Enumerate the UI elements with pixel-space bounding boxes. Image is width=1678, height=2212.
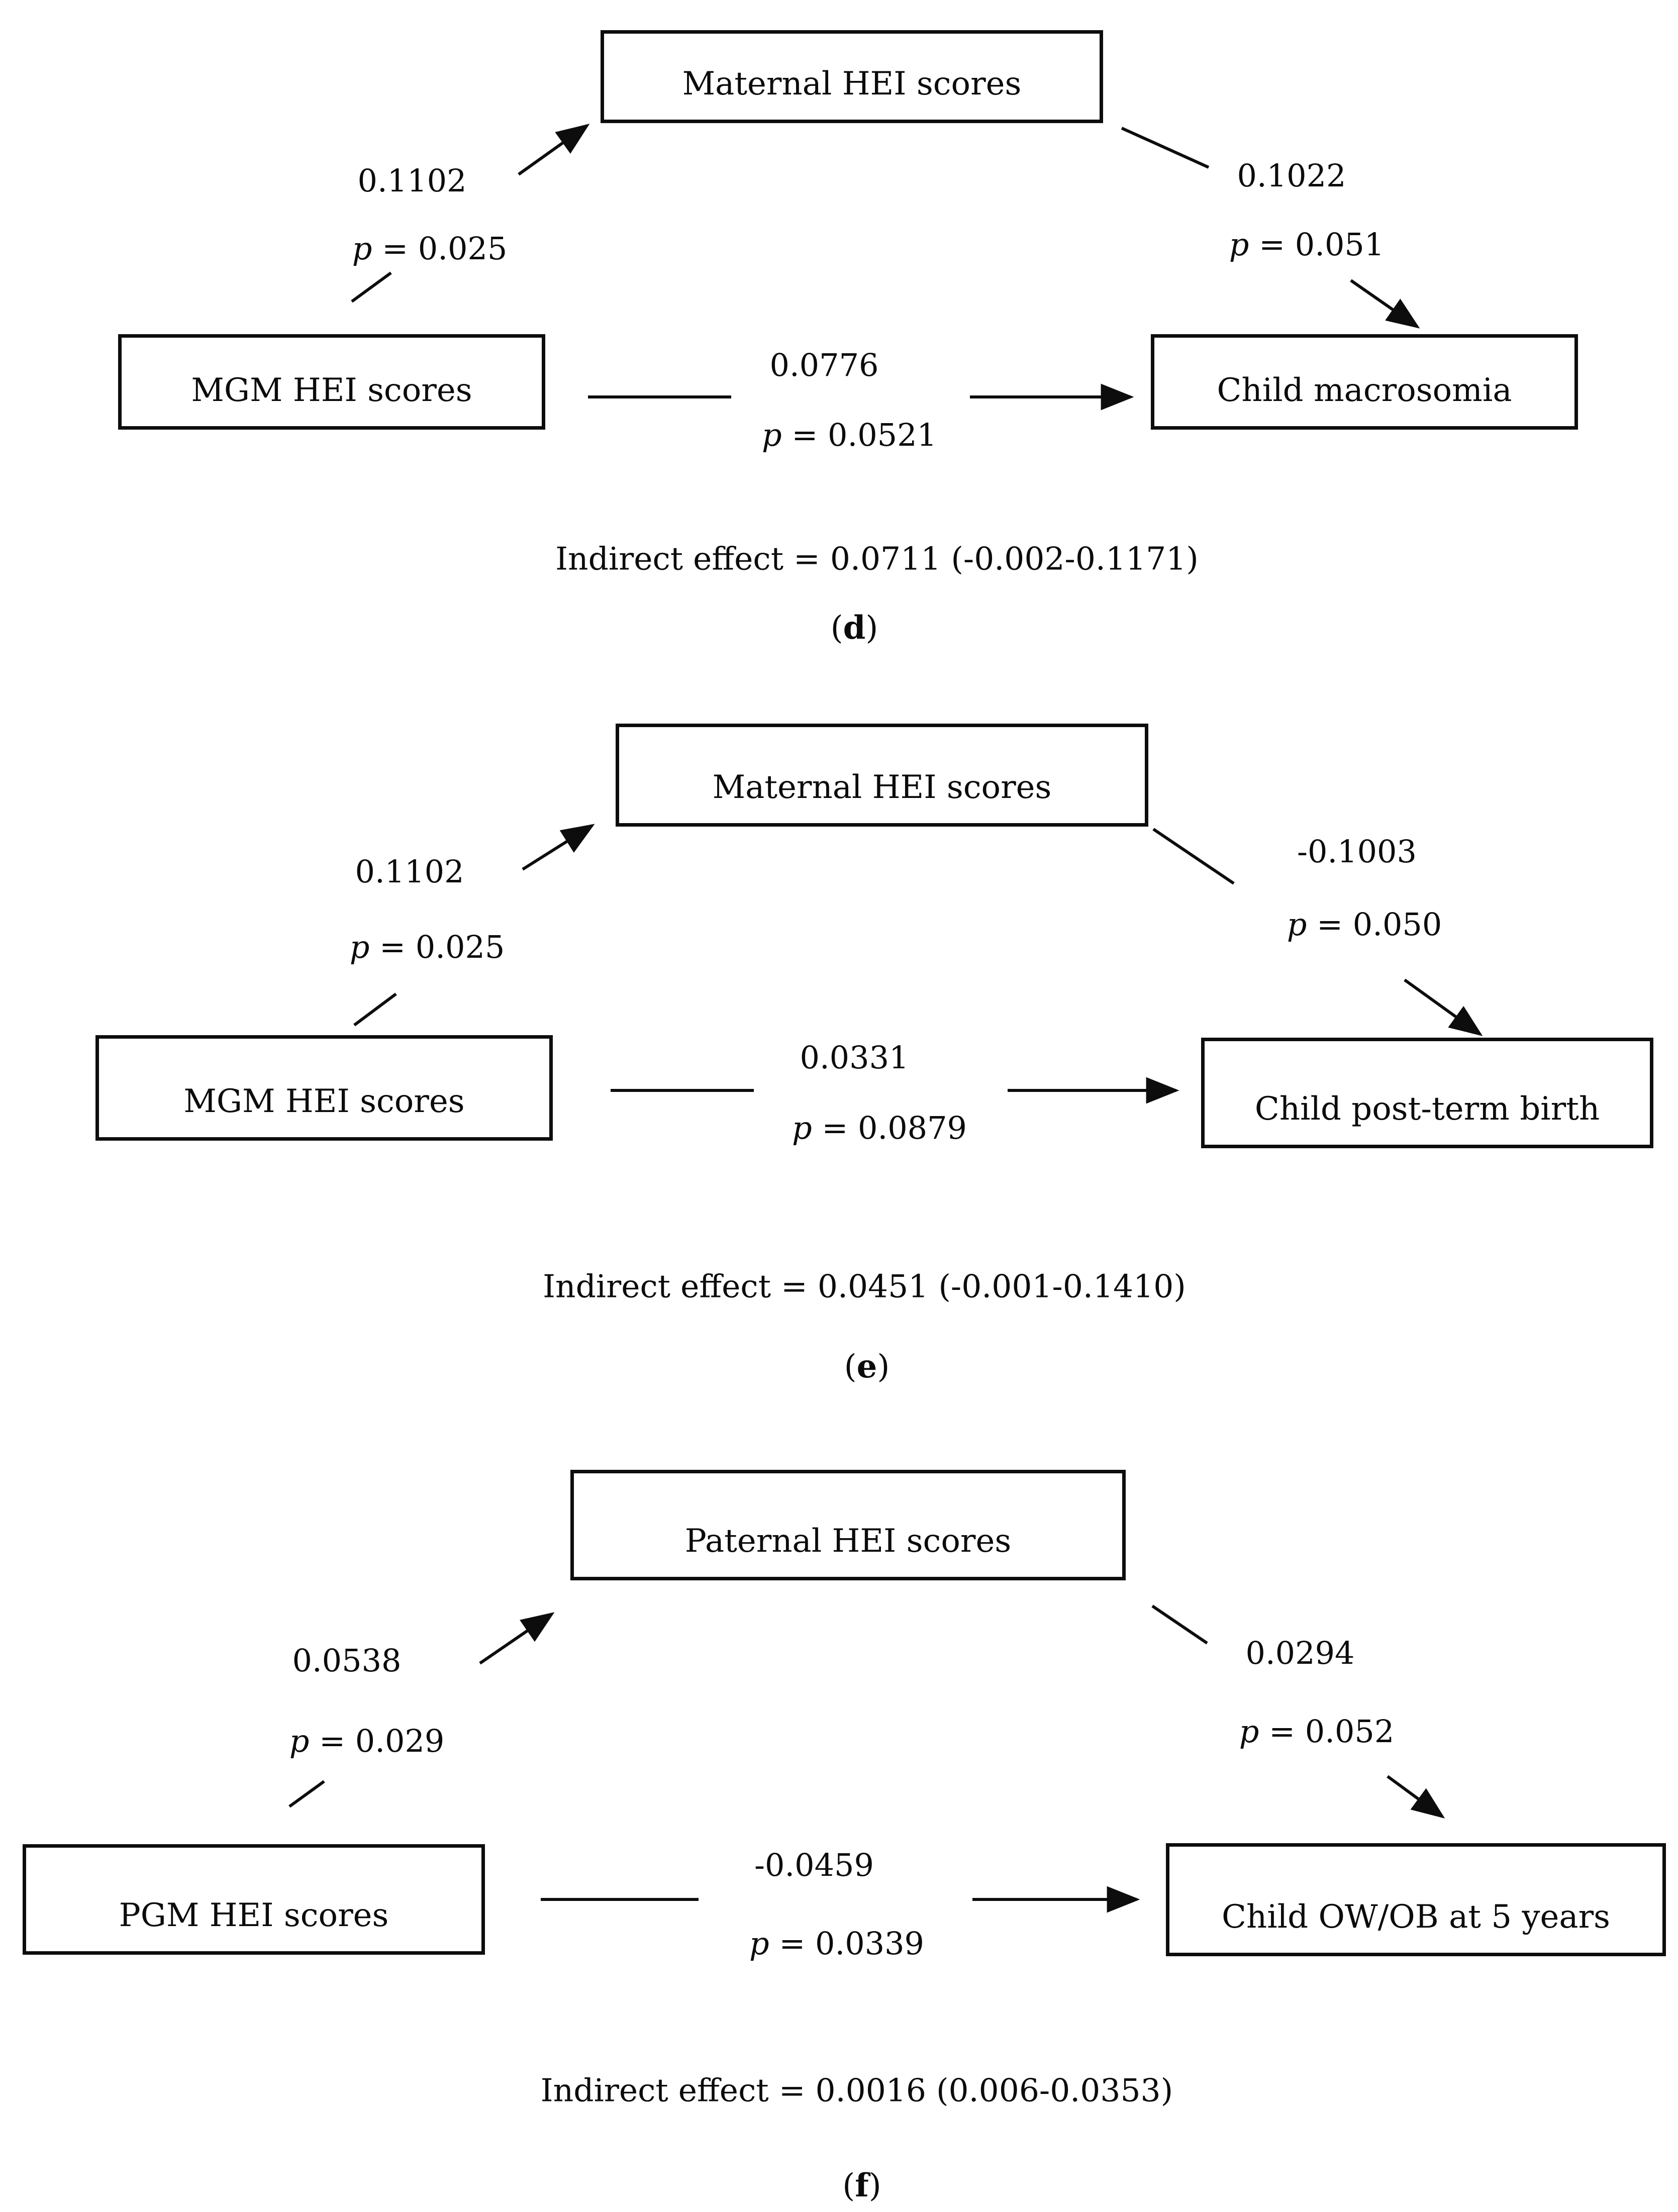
path-c-coefficient: -0.0459 <box>754 1847 874 1883</box>
p-symbol: p <box>761 417 782 453</box>
outcome-label: Child OW/OB at 5 years <box>1222 1898 1610 1936</box>
path-a-arrow-e <box>522 824 595 871</box>
path-a-arrow-d <box>518 124 590 176</box>
path-a-coefficient: 0.0538 <box>292 1642 402 1679</box>
p-symbol: p <box>1239 1713 1259 1750</box>
paren-open: ( <box>830 610 843 647</box>
path-a-pvalue: p = 0.025 <box>352 233 508 264</box>
path-a-line-lower-f <box>288 1780 325 1808</box>
path-c-coefficient: 0.0776 <box>769 347 879 383</box>
path-a-pvalue: p = 0.025 <box>350 932 505 963</box>
path-b-pvalue: p = 0.050 <box>1287 909 1442 940</box>
path-a-pvalue: p = 0.029 <box>289 1726 445 1757</box>
p-value-text: = 0.029 <box>309 1723 445 1759</box>
path-a-coefficient: 0.1102 <box>355 853 464 890</box>
path-a-arrow-f <box>479 1612 555 1665</box>
mediator-box: Maternal HEI scores <box>601 30 1103 123</box>
p-symbol: p <box>1229 226 1249 263</box>
p-symbol: p <box>289 1723 310 1759</box>
p-symbol: p <box>349 929 370 965</box>
paren-open: ( <box>842 2167 855 2204</box>
panel-letter-char: d <box>843 609 866 647</box>
p-value-text: = 0.051 <box>1249 226 1385 263</box>
p-value-text: = 0.050 <box>1307 906 1442 943</box>
path-b-coefficient: -0.1003 <box>1297 833 1417 870</box>
p-symbol: p <box>792 1110 812 1146</box>
p-value-text: = 0.025 <box>372 230 508 267</box>
path-b-pvalue: p = 0.052 <box>1239 1716 1395 1747</box>
panel-label: (d) <box>830 609 878 647</box>
exposure-box: PGM HEI scores <box>23 1844 485 1955</box>
p-value-text: = 0.0879 <box>812 1110 967 1146</box>
path-b-coefficient: 0.1022 <box>1237 157 1346 194</box>
p-value-text: = 0.052 <box>1259 1713 1395 1750</box>
path-c-pvalue: p = 0.0879 <box>792 1113 967 1144</box>
paren-close: ) <box>865 610 878 647</box>
exposure-label: MGM HEI scores <box>191 372 472 409</box>
indirect-effect-text: Indirect effect = 0.0711 (-0.002-0.1171) <box>555 540 1199 577</box>
indirect-effect-text: Indirect effect = 0.0451 (-0.001-0.1410) <box>543 1268 1186 1305</box>
mediator-label: Maternal HEI scores <box>682 65 1022 103</box>
p-value-text: = 0.0521 <box>781 417 937 453</box>
paren-close: ) <box>868 2167 881 2204</box>
path-c-pvalue: p = 0.0521 <box>762 420 937 451</box>
exposure-label: MGM HEI scores <box>183 1083 465 1120</box>
path-b-pvalue: p = 0.051 <box>1229 229 1385 260</box>
paren-close: ) <box>877 1348 890 1385</box>
exposure-label: PGM HEI scores <box>119 1897 389 1934</box>
p-symbol: p <box>749 1925 769 1962</box>
exposure-box: MGM HEI scores <box>118 334 545 430</box>
p-symbol: p <box>1287 906 1307 943</box>
exposure-box: MGM HEI scores <box>95 1035 553 1141</box>
outcome-box: Child macrosomia <box>1151 334 1578 430</box>
path-a-coefficient: 0.1102 <box>357 162 467 199</box>
p-value-text: = 0.025 <box>369 929 505 965</box>
outcome-label: Child post-term birth <box>1254 1090 1600 1128</box>
path-b-arrow-f <box>1387 1775 1445 1819</box>
path-b-coefficient: 0.0294 <box>1245 1635 1355 1671</box>
mediator-label: Paternal HEI scores <box>684 1523 1012 1560</box>
panel-label: (f) <box>842 2170 881 2202</box>
path-b-line-upper-e <box>1152 828 1235 885</box>
panel-letter-char: f <box>855 2167 869 2204</box>
path-c-pvalue: p = 0.0339 <box>749 1928 924 1959</box>
panel-label: (e) <box>844 1351 890 1383</box>
panel-letter-char: e <box>856 1348 877 1385</box>
outcome-label: Child macrosomia <box>1217 372 1512 409</box>
path-b-arrow-e <box>1404 978 1483 1036</box>
path-c-coefficient: 0.0331 <box>800 1039 909 1076</box>
path-b-line-upper-d <box>1121 127 1210 169</box>
path-b-line-upper-f <box>1151 1604 1208 1645</box>
indirect-effect-text: Indirect effect = 0.0016 (0.006-0.0353) <box>540 2072 1173 2109</box>
p-symbol: p <box>352 230 372 267</box>
mediator-box: Paternal HEI scores <box>570 1470 1126 1580</box>
paren-open: ( <box>844 1348 857 1385</box>
path-b-arrow-d <box>1350 279 1420 329</box>
outcome-box: Child OW/OB at 5 years <box>1166 1843 1666 1956</box>
path-a-line-lower-e <box>353 992 397 1027</box>
mediator-box: Maternal HEI scores <box>616 724 1148 827</box>
path-a-line-lower-d <box>351 271 392 303</box>
mediator-label: Maternal HEI scores <box>712 769 1052 806</box>
outcome-box: Child post-term birth <box>1201 1038 1653 1148</box>
p-value-text: = 0.0339 <box>769 1925 925 1962</box>
